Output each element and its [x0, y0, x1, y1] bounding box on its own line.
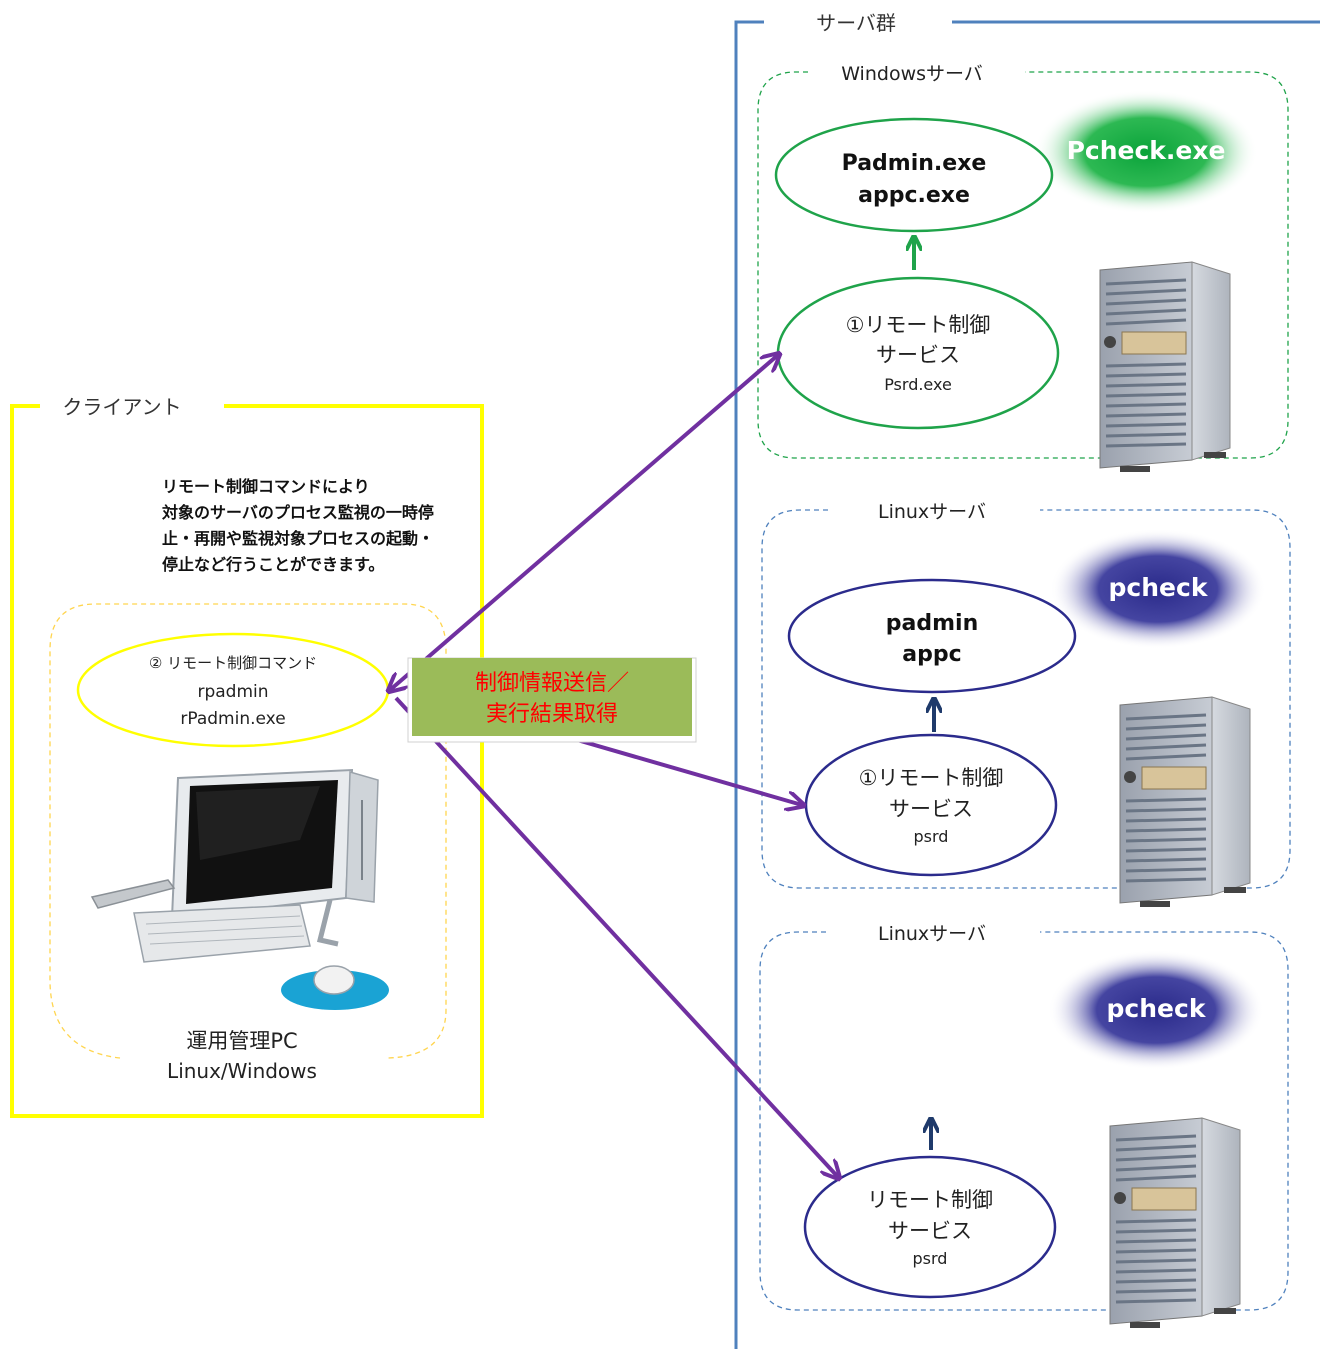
client-pc-box: [49, 603, 447, 1059]
linux1-target-line2: appc: [902, 642, 961, 667]
linux1-service-line2: サービス: [889, 797, 973, 821]
linux2-service-line3: psrd: [913, 1249, 948, 1268]
linux-server-1-box: Linuxサーバ: [761, 501, 1291, 889]
windows-service-line1: ①リモート制御: [846, 313, 991, 337]
arrow-to-linux-server-1: [559, 733, 802, 805]
client-description-line1: リモート制御コマンドにより: [162, 477, 370, 496]
windows-server-label: Windowsサーバ: [841, 63, 983, 85]
remote-command-line3: rPadmin.exe: [180, 709, 285, 729]
linux1-monitor-label: pcheck: [1109, 573, 1209, 602]
pc-label-line2: Linux/Windows: [167, 1059, 317, 1083]
windows-service-ellipse: ①リモート制御 サービス Psrd.exe: [776, 276, 1060, 430]
windows-service-line2: サービス: [876, 343, 960, 367]
linux1-service-ellipse: ①リモート制御 サービス psrd: [804, 733, 1058, 877]
server-group-frame: サーバ群: [734, 11, 1320, 1349]
linux2-service-ellipse: リモート制御 サービス psrd: [803, 1155, 1057, 1299]
transfer-label-line2: 実行結果取得: [486, 702, 618, 727]
client-label: クライアント: [62, 395, 181, 419]
connection-arrows: [390, 355, 838, 1177]
remote-command-ellipse: ② リモート制御コマンド rpadmin rPadmin.exe: [76, 632, 390, 748]
linux2-monitor-glow: pcheck: [1048, 950, 1264, 1070]
linux1-target-ellipse: padmin appc: [787, 578, 1077, 694]
client-description: リモート制御コマンドにより 対象のサーバのプロセス監視の一時停 止・再開や監視対…: [161, 477, 434, 574]
linux1-target-line1: padmin: [886, 611, 978, 636]
client-description-line4: 停止など行うことができます。: [162, 555, 384, 574]
linux1-monitor-glow: pcheck: [1050, 529, 1266, 649]
linux2-service-line1: リモート制御: [867, 1188, 993, 1212]
transfer-label: 制御情報送信／ 実行結果取得: [407, 657, 697, 743]
client-description-line2: 対象のサーバのプロセス監視の一時停: [161, 503, 434, 522]
linux1-service-line1: ①リモート制御: [859, 766, 1004, 790]
windows-monitor-glow: Pcheck.exe: [1034, 90, 1258, 214]
linux-server-2-label: Linuxサーバ: [878, 923, 986, 945]
pc-icon: [90, 768, 389, 1010]
linux-server-2-box: Linuxサーバ: [759, 923, 1289, 1311]
linux1-service-line3: psrd: [914, 827, 949, 846]
linux-server-1-label: Linuxサーバ: [878, 501, 986, 523]
linux2-service-line2: サービス: [888, 1219, 972, 1243]
server-tower-icon-3: [1109, 1117, 1241, 1328]
windows-target-line1: Padmin.exe: [842, 151, 987, 176]
client-description-line3: 止・再開や監視対象プロセスの起動・: [162, 529, 434, 548]
windows-monitor-label: Pcheck.exe: [1067, 136, 1226, 165]
arrow-to-windows-server: [390, 355, 778, 690]
pc-label-line1: 運用管理PC: [186, 1029, 297, 1053]
windows-target-line2: appc.exe: [858, 183, 970, 208]
server-tower-icon-2: [1119, 696, 1251, 907]
remote-command-line1: ② リモート制御コマンド: [149, 654, 317, 672]
windows-service-line3: Psrd.exe: [884, 375, 952, 394]
server-tower-icon-1: [1099, 261, 1231, 472]
server-group-label: サーバ群: [816, 11, 896, 35]
remote-command-line2: rpadmin: [197, 682, 268, 702]
windows-server-box: Windowsサーバ: [757, 63, 1289, 459]
transfer-label-line1: 制御情報送信／: [475, 671, 629, 696]
linux2-monitor-label: pcheck: [1107, 994, 1207, 1023]
arrow-to-linux-server-2: [394, 696, 838, 1177]
windows-target-ellipse: Padmin.exe appc.exe: [774, 117, 1054, 233]
